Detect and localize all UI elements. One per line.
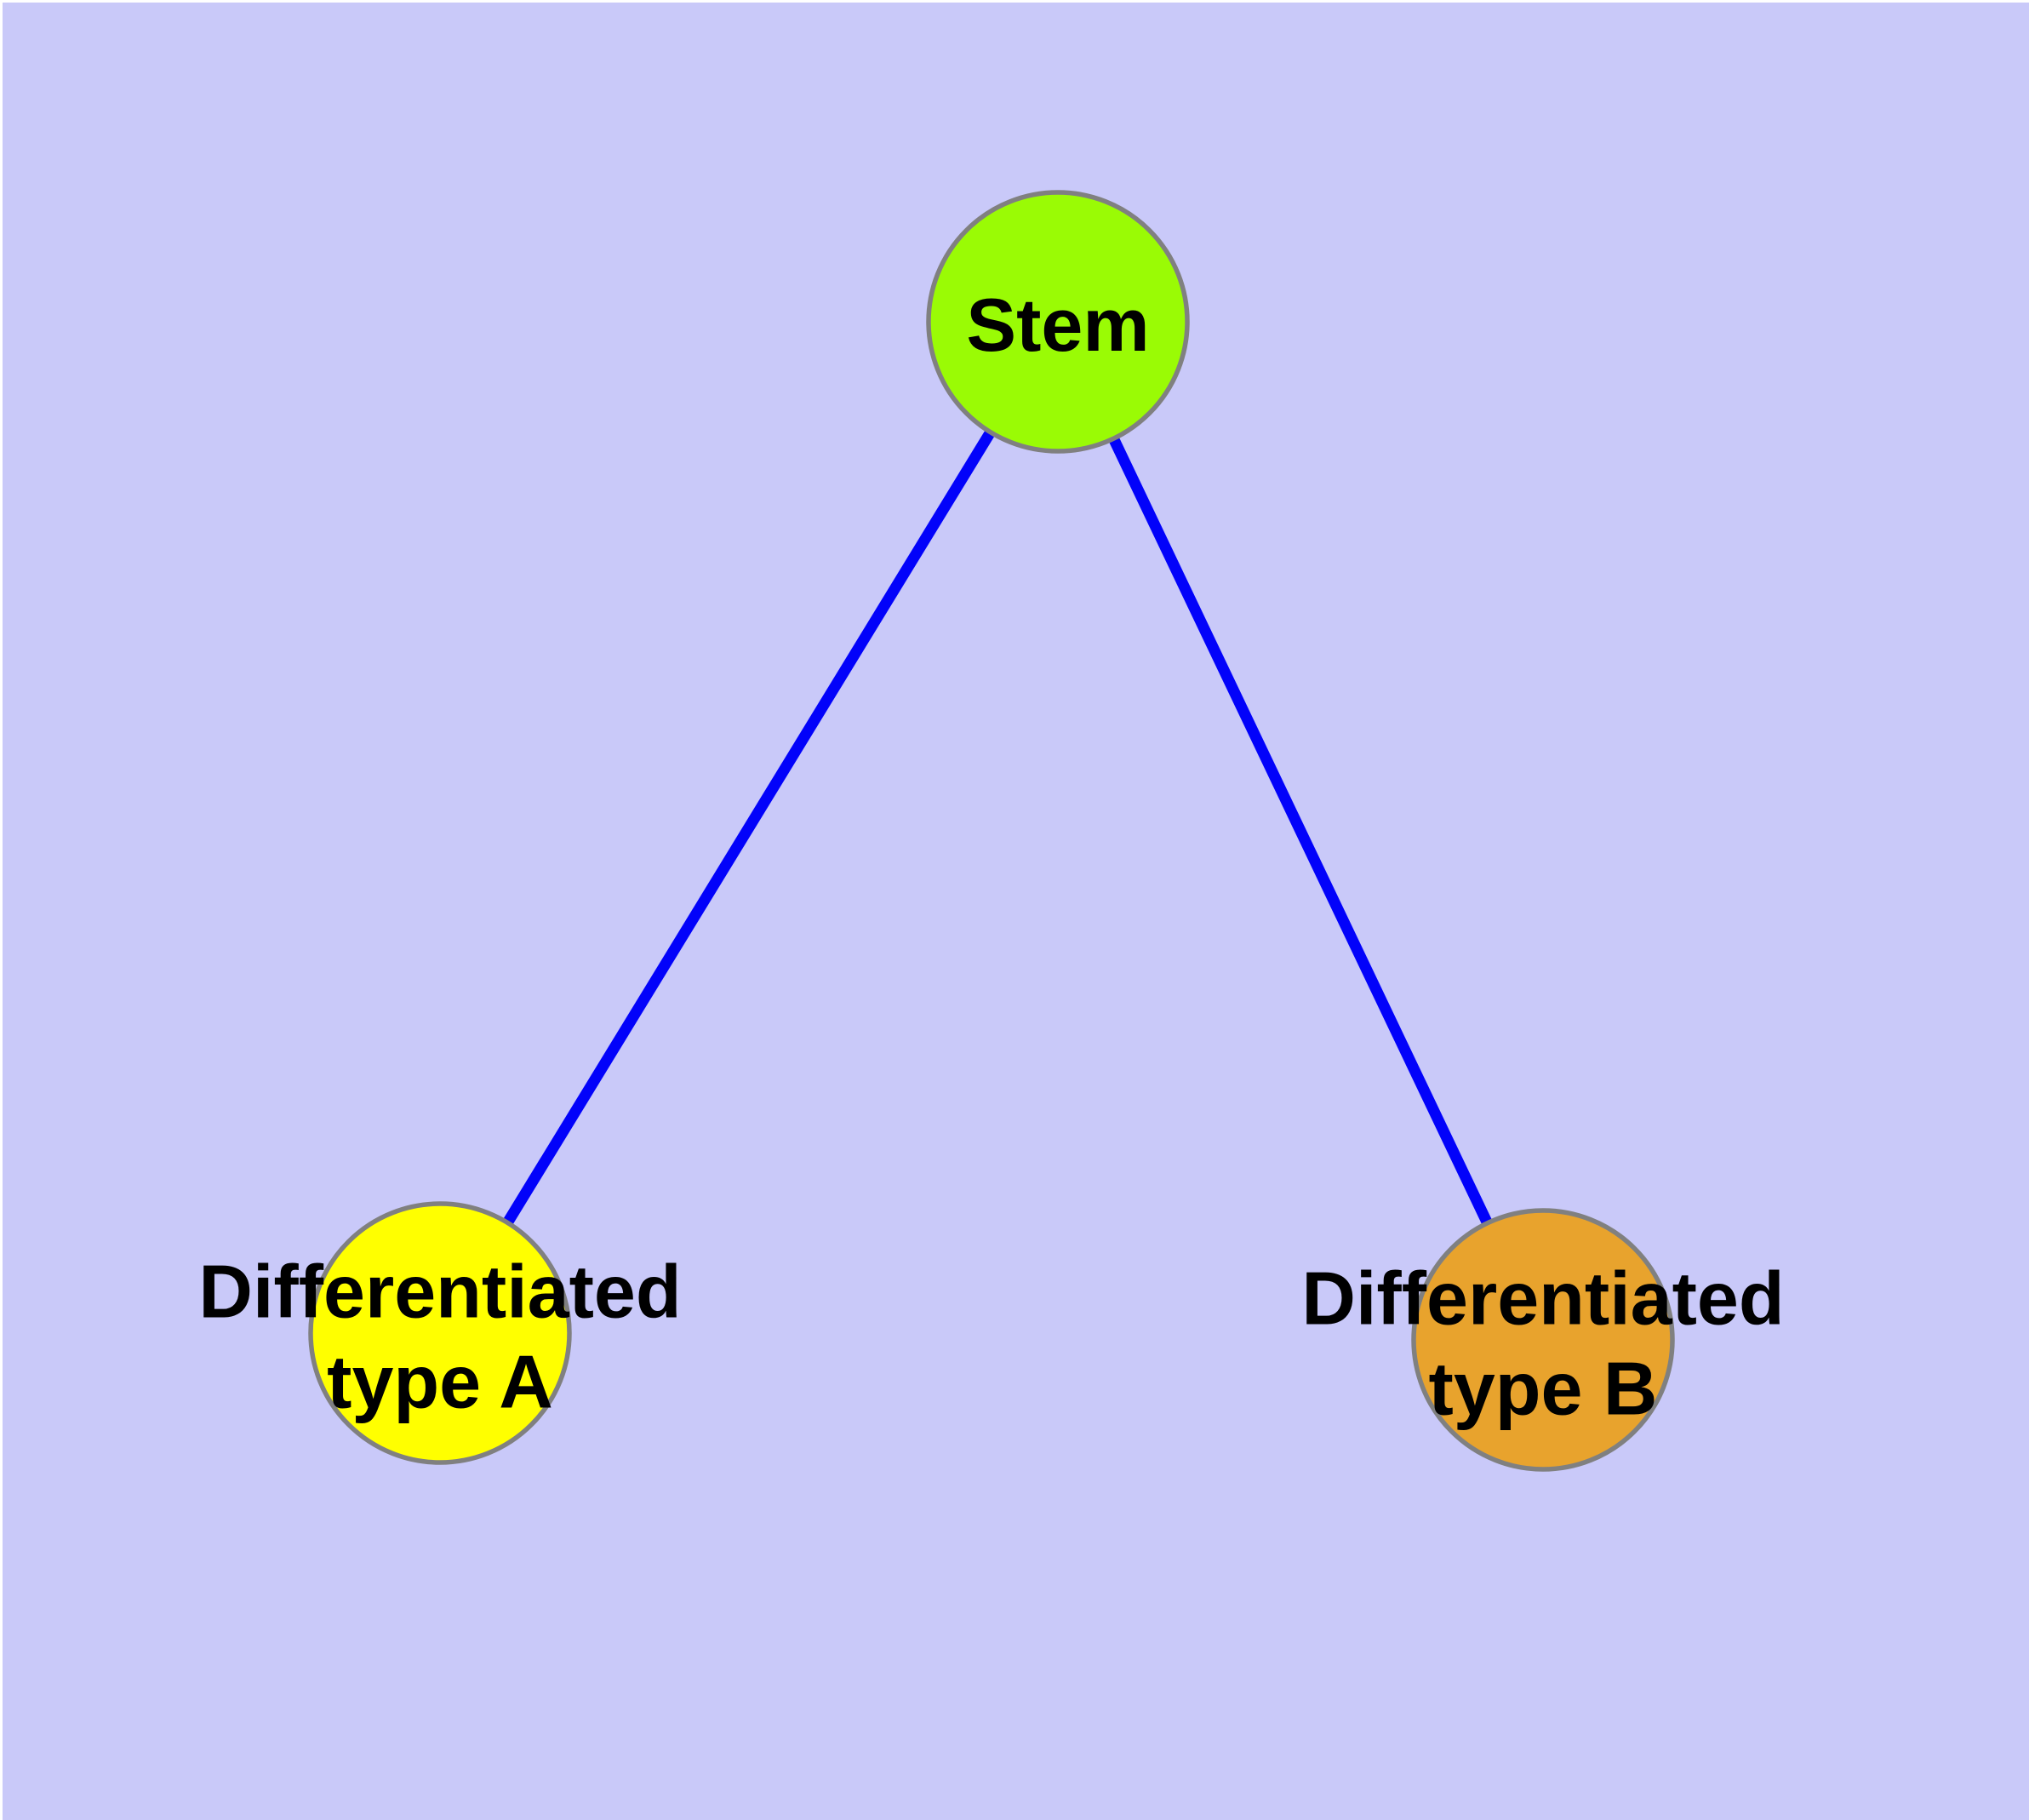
node-stem bbox=[926, 190, 1190, 454]
node-differentiated-type-a bbox=[308, 1201, 572, 1465]
graph-canvas: Stem Differentiated type A Differentiate… bbox=[3, 3, 2029, 1820]
graph-diagram bbox=[3, 3, 2029, 1820]
node-differentiated-type-b bbox=[1411, 1208, 1675, 1472]
edge-stem-to-type-a bbox=[435, 318, 1063, 1336]
edge-stem-to-type-b bbox=[1053, 319, 1548, 1342]
